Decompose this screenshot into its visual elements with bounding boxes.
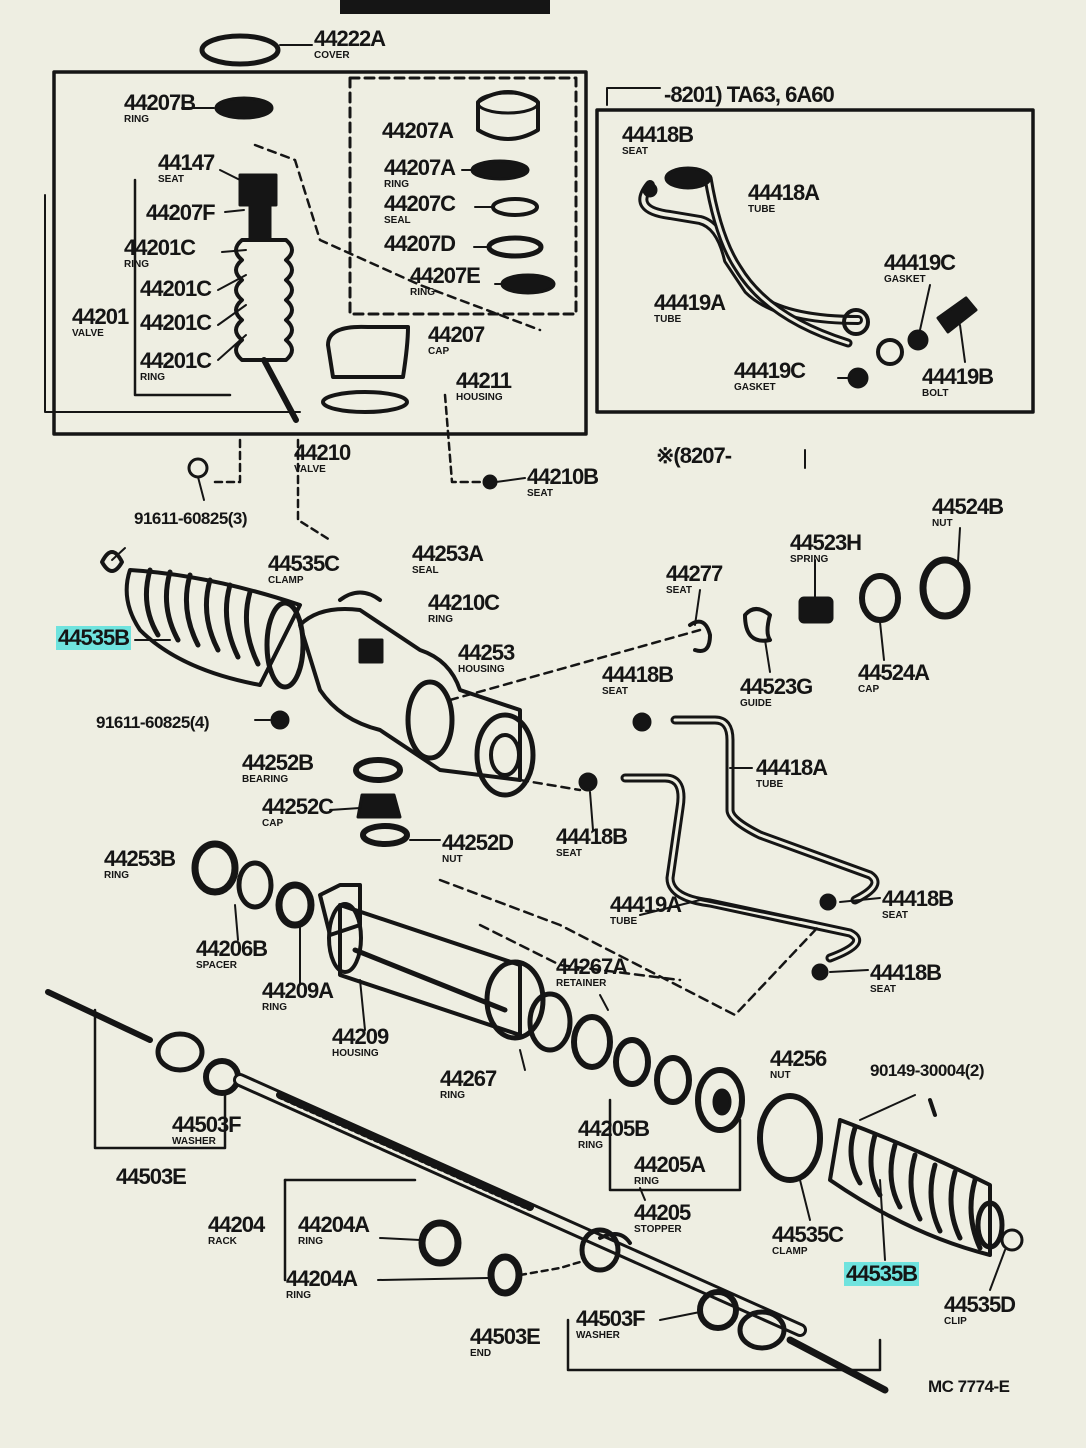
valve-assembly-box [52, 70, 588, 436]
label-91611-60825-4: 91611-60825(4) [96, 713, 210, 732]
rack-bar [233, 1073, 807, 1337]
tie-rod-left [45, 989, 241, 1096]
bellows-right [757, 1093, 1005, 1257]
cylinder-housing [275, 881, 546, 1041]
tie-rod-right [697, 1289, 889, 1394]
valve-cap [326, 324, 410, 379]
label-90149-30004: 90149-30004(2) [870, 1061, 984, 1080]
valve-top-block [238, 173, 278, 207]
tube-box [595, 108, 1035, 414]
gear-housing [298, 590, 536, 798]
label-44201C-2: 44201C [140, 276, 212, 301]
label-tube-box-header: -8201) TA63, 6A60 [664, 82, 835, 107]
nut-44524B [919, 556, 971, 620]
label-44207D: 44207D [384, 231, 456, 256]
seal-kit-dashed-box [348, 76, 578, 316]
label-44535B-left: 44535B [56, 625, 132, 650]
header-fragment [340, 0, 550, 14]
label-diagram-code: MC 7774-E [928, 1377, 1010, 1396]
label-date-note: ※(8207- [656, 443, 732, 468]
bellows-left [124, 567, 306, 690]
valve-stem [261, 357, 299, 423]
label-44503E-1: 44503E [116, 1164, 187, 1189]
label-44207A-1: 44207A [382, 118, 454, 143]
label-44207F: 44207F [146, 200, 216, 225]
label-44201C-3: 44201C [140, 310, 212, 335]
label-44535B-right: 44535B [844, 1261, 920, 1286]
label-91611-60825-3: 91611-60825(3) [134, 509, 248, 528]
valve-spool [234, 238, 294, 362]
cover-ring [199, 33, 281, 67]
oil-seal [476, 90, 540, 141]
